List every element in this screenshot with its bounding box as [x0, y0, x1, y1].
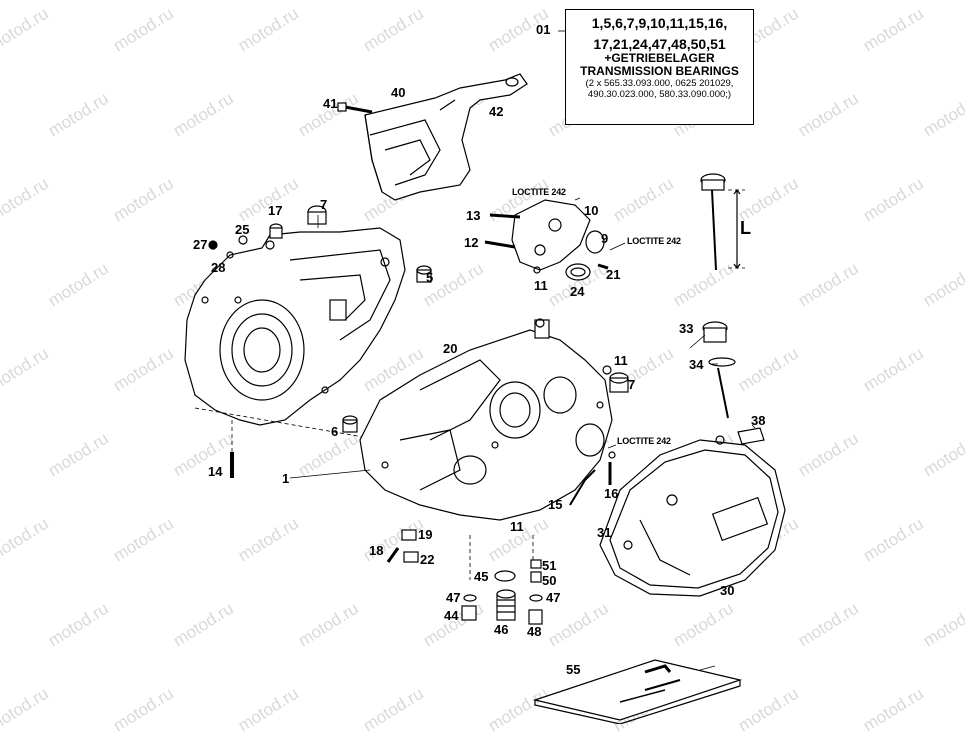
leader-lines	[289, 30, 756, 671]
callout-9: 9	[601, 231, 609, 246]
kit-id-label: 01	[536, 22, 551, 37]
chain-guide-bracket	[364, 73, 528, 201]
left-crankcase-half	[184, 227, 406, 426]
kit-add-line: +GETRIEBELAGER	[604, 51, 715, 65]
loctite-note-pump: LOCTITE 242	[627, 236, 681, 246]
callout-40: 40	[391, 85, 406, 100]
callout-31: 31	[597, 525, 612, 540]
dimension-label: L	[740, 218, 751, 238]
callout-38: 38	[751, 413, 766, 428]
hose-clip	[569, 451, 616, 506]
callout-14: 14	[208, 464, 223, 479]
callout-47-right: 47	[546, 590, 561, 605]
callout-16: 16	[604, 486, 619, 501]
callout-5: 5	[426, 270, 434, 285]
kit-codes-line-2: 490.30.023.000, 580.33.090.000;)	[587, 89, 732, 100]
oil-pump-housing	[484, 199, 609, 281]
bolt-41	[337, 102, 373, 114]
callout-28: 28	[211, 260, 226, 275]
callout-24: 24	[570, 284, 585, 299]
kit-codes-line-1: (2 x 565.33.093.000, 0625 201029,	[585, 78, 734, 89]
callout-18: 18	[369, 543, 384, 558]
loctite-note-top: LOCTITE 242	[512, 187, 566, 197]
callout-45: 45	[474, 569, 489, 584]
callout-34: 34	[689, 357, 704, 372]
plugs-18-19-22	[386, 529, 419, 563]
sleeve-7-top	[307, 205, 327, 225]
callout-25: 25	[235, 222, 250, 237]
sleeve-17	[269, 223, 283, 239]
callout-33: 33	[679, 321, 694, 336]
sleeve-7-right	[609, 372, 629, 393]
clutch-cover	[599, 427, 786, 597]
oil-drain-group	[461, 559, 543, 625]
sleeve-6	[342, 415, 358, 433]
callout-51: 51	[542, 558, 557, 573]
callout-13: 13	[466, 208, 481, 223]
callout-19: 19	[418, 527, 433, 542]
callout-46: 46	[494, 622, 509, 637]
callout-50: 50	[542, 573, 557, 588]
owners-manual	[532, 659, 743, 724]
callout-10: 10	[584, 203, 599, 218]
callout-22: 22	[420, 552, 435, 567]
callout-47-left: 47	[446, 590, 461, 605]
loctite-note-cover: LOCTITE 242	[617, 436, 671, 446]
callout-6: 6	[331, 424, 339, 439]
callout-17: 17	[268, 203, 283, 218]
callout-7-top: 7	[320, 197, 328, 212]
callout-11-bottom: 11	[510, 519, 524, 534]
callout-42: 42	[489, 104, 504, 119]
dipstick	[700, 173, 741, 271]
callout-21: 21	[606, 267, 621, 282]
right-crankcase-half	[359, 318, 613, 521]
kit-parts-line-2: 17,21,24,47,48,50,51	[593, 36, 726, 52]
callout-15: 15	[548, 497, 563, 512]
callout-7-right: 7	[628, 377, 636, 392]
callout-30: 30	[720, 583, 735, 598]
callout-55: 55	[566, 662, 581, 677]
callout-20: 20	[443, 341, 458, 356]
kit-contents-box: 1,5,6,7,9,10,11,15,16, 17,21,24,47,48,50…	[565, 9, 754, 125]
kit-title-line: TRANSMISSION BEARINGS	[580, 64, 739, 78]
callout-11-pump: 11	[534, 278, 548, 293]
kit-parts-line-1: 1,5,6,7,9,10,11,15,16,	[591, 15, 728, 31]
sleeve-11-right	[602, 365, 612, 375]
callout-11-right: 11	[614, 353, 628, 368]
callout-1: 1	[282, 471, 290, 486]
callout-41: 41	[323, 96, 338, 111]
callout-48: 48	[527, 624, 542, 639]
callout-44: 44	[444, 608, 459, 623]
sleeve-5	[416, 265, 432, 283]
callout-27: 27	[193, 237, 208, 252]
callout-12: 12	[464, 235, 479, 250]
washers-25-27-28	[208, 235, 248, 259]
oil-filler-plug	[702, 321, 736, 419]
